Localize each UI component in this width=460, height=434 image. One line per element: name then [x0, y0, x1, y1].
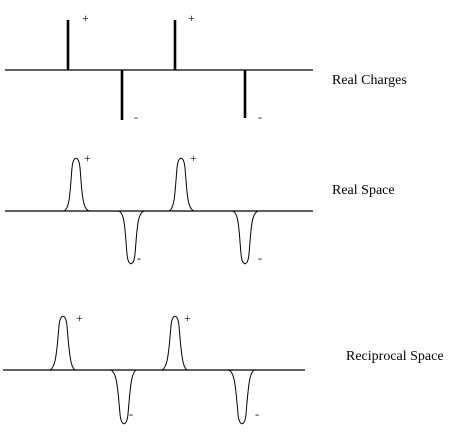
positive-peak-2: [160, 315, 189, 371]
sign-minus-2: -: [258, 251, 262, 265]
label-reciprocal-space: Reciprocal Space: [346, 349, 444, 364]
sign-plus-1: +: [84, 151, 91, 165]
row-real-charges: + - + - Real Charges: [5, 11, 407, 124]
row-reciprocal-space: + - + - Reciprocal Space: [3, 311, 444, 425]
label-real-space: Real Space: [332, 183, 395, 198]
positive-peak-2: [167, 157, 196, 212]
sign-minus-1: -: [134, 110, 138, 124]
negative-peak-1: [109, 369, 138, 425]
negative-peak-2: [231, 210, 260, 265]
sign-minus-2: -: [255, 407, 259, 421]
positive-peak-1: [62, 157, 91, 212]
positive-peak-1: [48, 315, 77, 371]
sign-plus-1: +: [82, 11, 89, 25]
negative-peak-1: [117, 210, 146, 265]
sign-plus-1: +: [76, 311, 83, 325]
sign-plus-2: +: [184, 311, 191, 325]
sign-minus-1: -: [129, 407, 133, 421]
sign-minus-1: -: [137, 251, 141, 265]
row-real-space: + - + - Real Space: [5, 151, 395, 265]
negative-peak-2: [227, 369, 256, 425]
sign-plus-2: +: [188, 11, 195, 25]
sign-minus-2: -: [258, 110, 262, 124]
label-real-charges: Real Charges: [332, 73, 407, 88]
sign-plus-2: +: [190, 151, 197, 165]
